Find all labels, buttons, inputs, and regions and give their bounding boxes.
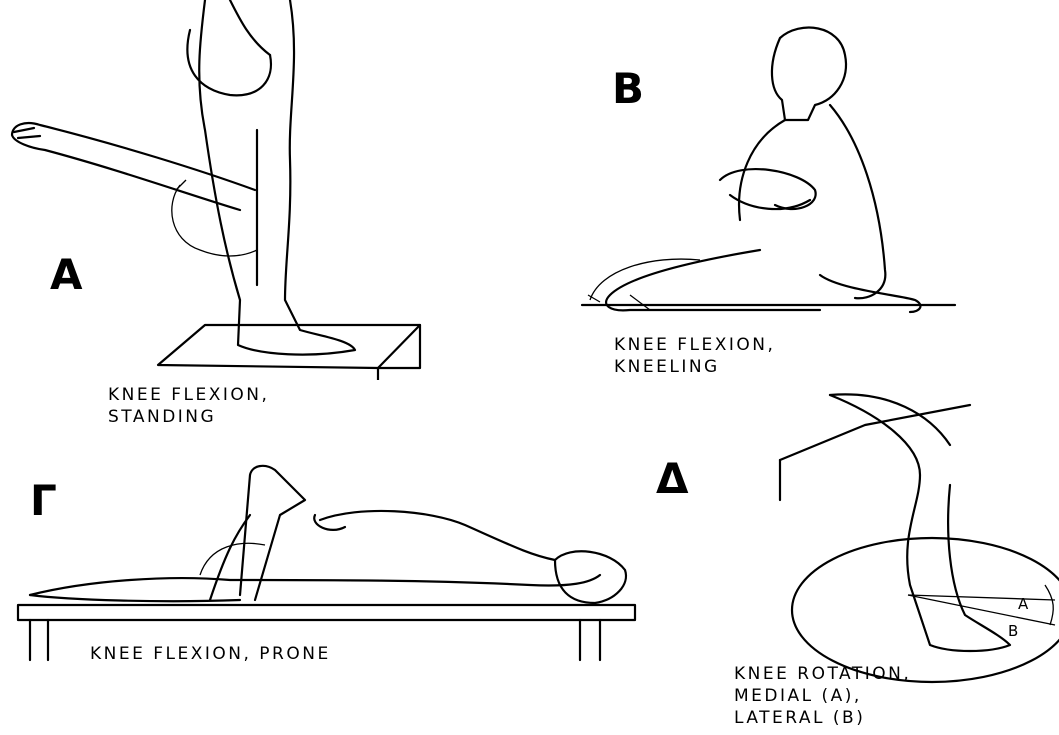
caption-knee-flexion-standing: KNEE FLEXION, STANDING <box>108 384 269 428</box>
caption-line: KNEE ROTATION, <box>734 663 911 685</box>
caption-line: KNEE FLEXION, <box>108 384 269 406</box>
illustration-knee-rotation <box>770 385 1059 690</box>
angle-label-b: B <box>1008 620 1018 642</box>
illustration-knee-flexion-prone <box>10 455 645 670</box>
caption-knee-flexion-kneeling: KNEE FLEXION, KNEELING <box>614 334 775 378</box>
caption-knee-rotation: KNEE ROTATION, MEDIAL (A), LATERAL (B) <box>734 663 911 729</box>
caption-line: MEDIAL (A), <box>734 685 911 707</box>
angle-label-a: A <box>1018 593 1028 615</box>
caption-line: STANDING <box>108 406 269 428</box>
panel-letter-delta: Δ <box>656 458 689 500</box>
caption-line: KNEE FLEXION, PRONE <box>90 643 331 665</box>
panel-letter-a: A <box>50 254 83 296</box>
caption-line: LATERAL (B) <box>734 707 911 729</box>
illustration-knee-flexion-standing <box>0 0 440 380</box>
panel-letter-gamma: Γ <box>30 480 57 522</box>
caption-line: KNEE FLEXION, <box>614 334 775 356</box>
caption-knee-flexion-prone: KNEE FLEXION, PRONE <box>90 643 331 665</box>
panel-letter-b: B <box>612 68 644 110</box>
caption-line: KNEELING <box>614 356 775 378</box>
